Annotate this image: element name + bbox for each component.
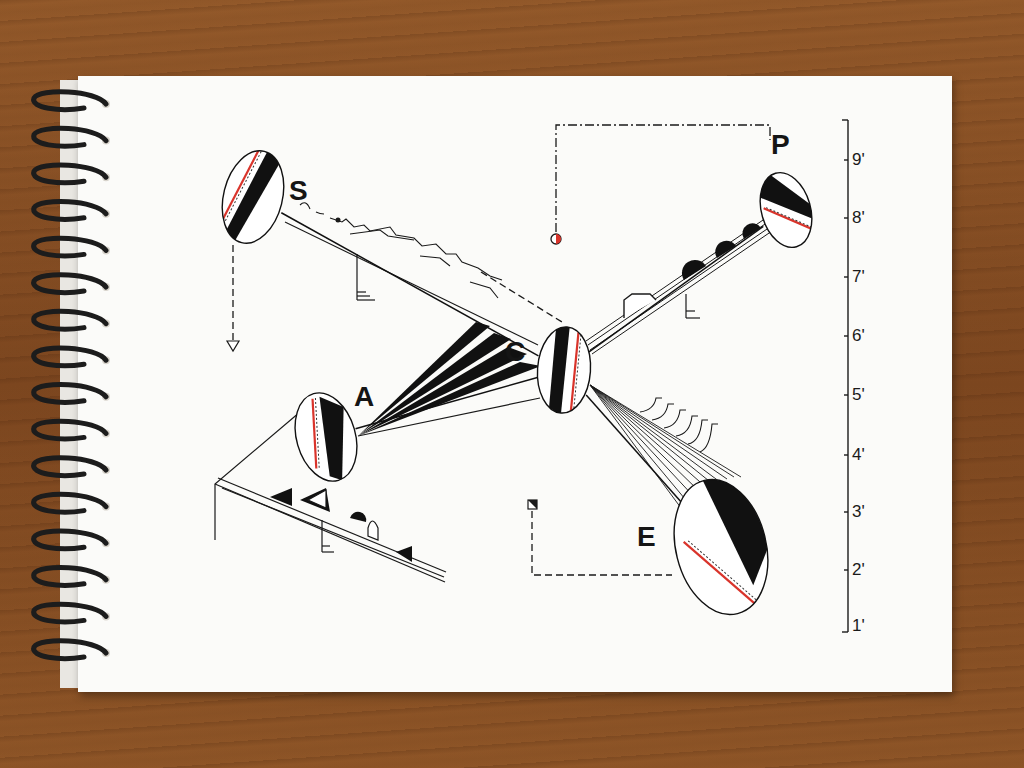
lens-fill [535, 325, 594, 415]
beam-wedges [358, 322, 541, 436]
dashed-bracket [532, 511, 672, 575]
lens-fill [213, 144, 293, 250]
dash-dot-line [556, 125, 770, 232]
scale-number: 9' [852, 151, 865, 168]
ramp-marks [270, 488, 412, 562]
ramp-marks-open [308, 490, 378, 540]
scale-number: 8' [852, 209, 865, 226]
scale-number: 6' [852, 327, 865, 344]
flag-post [686, 294, 700, 318]
lens-pattern [751, 165, 818, 243]
lens-outline [752, 167, 820, 254]
binding-ring [34, 348, 106, 366]
lens-outline [661, 470, 782, 625]
lens-outline [535, 325, 594, 415]
lens-node: S [223, 149, 283, 245]
connector [281, 213, 538, 356]
lens-node: A [296, 391, 356, 483]
lens-dotted-line [300, 398, 334, 468]
node-letter: P [771, 131, 790, 159]
beam-edge [358, 398, 540, 436]
scale-number: 1' [852, 617, 865, 634]
fan-flags [640, 398, 718, 452]
scale-number: 7' [852, 268, 865, 285]
binding-ring [34, 311, 106, 329]
flag-post [357, 254, 375, 300]
terrain-band [285, 203, 538, 345]
lens-dotted-line [766, 195, 818, 242]
dot [336, 218, 341, 223]
marker-half [556, 234, 561, 244]
dashed-drop [232, 245, 233, 340]
lens-ellipse [751, 166, 821, 255]
connector [589, 226, 764, 352]
marker-half [528, 500, 537, 509]
node-letter: S [289, 177, 308, 205]
node-letter: E [637, 523, 656, 551]
lens-ellipse [659, 468, 782, 626]
scale-number: 3' [852, 503, 865, 520]
marker-square [528, 500, 537, 509]
binding-ring [34, 238, 106, 256]
connector-line [589, 226, 764, 352]
scale-number: 2' [852, 561, 865, 578]
connector-line [356, 377, 538, 428]
binding-ring [34, 421, 106, 439]
lens-pattern [549, 325, 582, 415]
binding-ring [34, 92, 106, 110]
node-letter: A [354, 383, 374, 411]
binding-ring [34, 385, 106, 403]
lens-fill [752, 167, 820, 254]
lens-node: E [675, 477, 767, 617]
lens-pattern [217, 144, 282, 248]
lens-dotted-line [574, 330, 582, 411]
node-letter: C [505, 338, 525, 366]
binding-ring [34, 604, 106, 622]
binding-ring [34, 531, 106, 549]
binding-ring [34, 458, 106, 476]
binding-ring [34, 202, 106, 220]
scale-number: 4' [852, 446, 865, 463]
binding-ring [34, 494, 106, 512]
binding-ring [34, 641, 106, 659]
connector-line [281, 213, 538, 356]
binding-ring [34, 165, 106, 183]
lens-outline [213, 144, 293, 250]
lens-band [549, 325, 570, 414]
connector [356, 377, 538, 428]
lens-ellipse [212, 143, 293, 251]
lens-red-line [220, 146, 258, 229]
lens-pattern [298, 391, 363, 486]
rail-lines [586, 218, 772, 354]
connector-line [586, 395, 684, 505]
lens-band [702, 468, 776, 591]
lens-dotted-line [688, 527, 765, 623]
marker-circle [551, 234, 561, 244]
binding-ring [34, 568, 106, 586]
scale-bar [842, 120, 848, 632]
datum-triangle [227, 341, 239, 351]
lens-node: C [537, 326, 591, 414]
connector [586, 395, 684, 505]
binding-ring [34, 275, 106, 293]
dashed-line [481, 272, 562, 322]
lens-red-line [684, 528, 761, 624]
lens-node: P [761, 171, 811, 249]
scale-number: 5' [852, 386, 865, 403]
binding-ring [34, 128, 106, 146]
bumps [682, 223, 761, 280]
lens-ellipse [534, 324, 594, 416]
